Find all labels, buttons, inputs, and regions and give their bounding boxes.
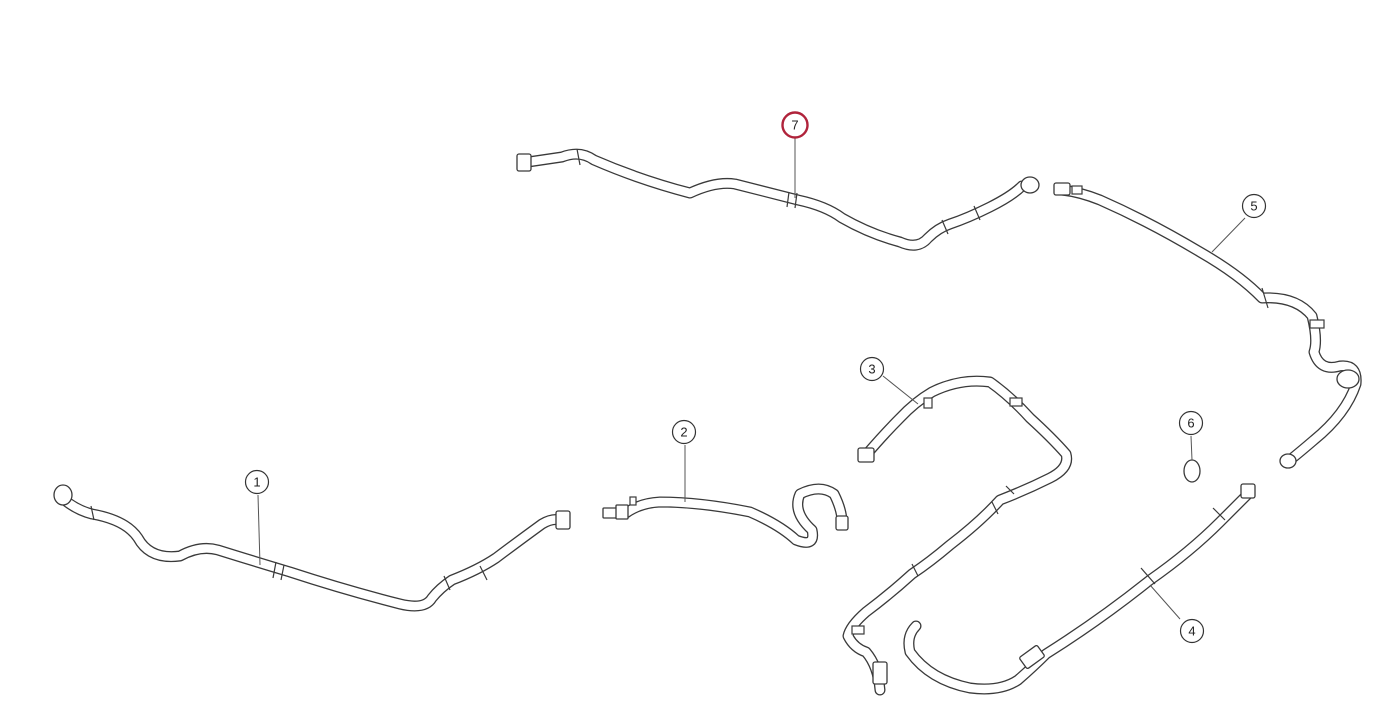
quick-connector: [1053, 182, 1071, 196]
hose-part-2[interactable]: [602, 483, 849, 548]
hose-clip: [1009, 397, 1023, 407]
hose-clamp: [576, 148, 581, 166]
hose-clamp: [1212, 507, 1226, 521]
callout-circle: [1241, 193, 1267, 219]
callout-circle: [1179, 618, 1205, 644]
hose-clamp: [1140, 567, 1156, 585]
leader-line-5: [1211, 217, 1246, 253]
hose-end-fitting: [53, 484, 73, 506]
callout-label: 2: [680, 425, 687, 440]
hose-part-7[interactable]: [516, 148, 1040, 251]
o-ring: [1183, 459, 1201, 483]
hose-clamp: [90, 505, 95, 521]
hose-end-fitting: [1240, 483, 1256, 499]
hose-part-1[interactable]: [53, 484, 571, 612]
hose-end-fitting: [857, 447, 875, 463]
hose-part-4[interactable]: [903, 483, 1256, 695]
callout-label: 3: [868, 362, 875, 377]
hose-clamp: [479, 565, 488, 581]
hose-clamp: [280, 564, 285, 581]
callout-3[interactable]: 3: [859, 356, 885, 382]
hose-clamp: [794, 192, 798, 209]
callout-label: 1: [253, 475, 260, 490]
hose-clamp: [1005, 485, 1015, 495]
callout-7[interactable]: 7: [781, 111, 809, 139]
callout-label: 7: [791, 118, 798, 133]
leader-line-1: [257, 494, 261, 566]
quick-connector: [602, 507, 618, 519]
leader-line-3: [882, 375, 919, 405]
hose-end-fitting: [872, 661, 888, 685]
hose-end-fitting: [516, 153, 532, 172]
hose-clip: [629, 496, 637, 506]
callout-circle: [244, 469, 270, 495]
callout-circle-highlighted: [781, 111, 809, 139]
leader-line-6: [1190, 435, 1193, 461]
hose-clip: [1071, 185, 1083, 195]
hose-end-fitting: [835, 515, 849, 531]
hose-clamp: [941, 219, 949, 235]
hose-clamp: [991, 501, 999, 515]
hose-end-fitting: [1279, 453, 1297, 469]
callout-2[interactable]: 2: [671, 419, 697, 445]
hose-part-3[interactable]: [842, 375, 1073, 696]
callout-1[interactable]: 1: [244, 469, 270, 495]
hose-clip: [851, 625, 865, 635]
hose-clip: [1309, 319, 1325, 329]
callout-circle: [671, 419, 697, 445]
hose-end-fitting: [1020, 176, 1040, 194]
callout-4[interactable]: 4: [1179, 618, 1205, 644]
hose-end-fitting: [555, 510, 571, 530]
leader-lines: [257, 138, 1246, 620]
callout-6[interactable]: 6: [1178, 410, 1204, 436]
quick-connector: [615, 504, 629, 520]
hose-clamp: [272, 561, 277, 579]
hose-clamp: [786, 191, 790, 208]
hose-loop: [1336, 369, 1360, 389]
hose-clip: [923, 397, 933, 409]
hose-part-5[interactable]: [1053, 182, 1362, 469]
callout-label: 5: [1250, 199, 1257, 214]
quick-connector: [1019, 645, 1045, 669]
callout-circle: [859, 356, 885, 382]
callout-label: 6: [1187, 416, 1194, 431]
o-ring-part-6[interactable]: [1183, 459, 1201, 483]
hose-clamp: [1261, 287, 1269, 309]
callout-label: 4: [1188, 624, 1195, 639]
hose-clamp: [973, 205, 981, 221]
callout-circle: [1178, 410, 1204, 436]
hose-clamp: [443, 575, 451, 591]
hose-clamp: [911, 563, 919, 577]
leader-line-4: [1149, 584, 1181, 620]
callout-5[interactable]: 5: [1241, 193, 1267, 219]
